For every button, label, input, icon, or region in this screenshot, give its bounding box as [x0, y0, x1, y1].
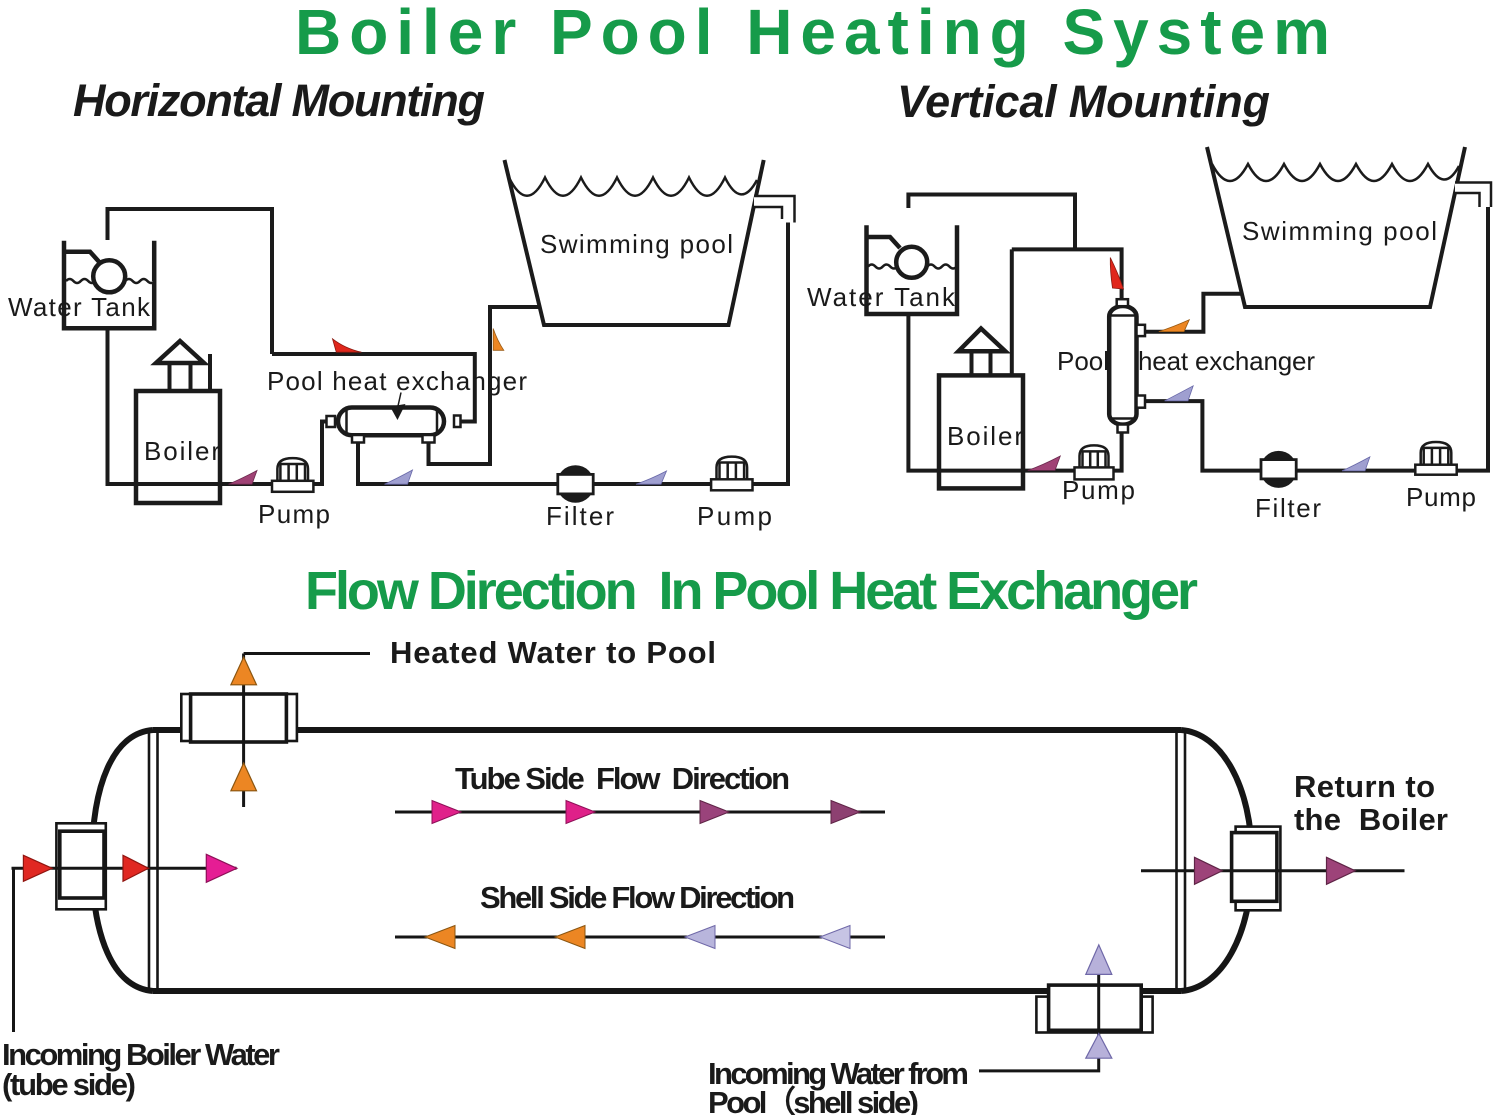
svg-text:Pump: Pump	[1062, 475, 1135, 505]
svg-text:Horizontal Mounting: Horizontal Mounting	[73, 75, 485, 126]
svg-text:Vertical Mounting: Vertical Mounting	[897, 76, 1270, 127]
svg-text:Boiler: Boiler	[947, 421, 1023, 451]
svg-text:Water Tank: Water Tank	[8, 292, 151, 322]
svg-text:Incoming Boiler Water: Incoming Boiler Water	[2, 1037, 280, 1072]
svg-text:Boiler: Boiler	[144, 436, 220, 466]
svg-text:Pool: Pool	[1057, 346, 1109, 376]
svg-text:Shell Side Flow Direction: Shell Side Flow Direction	[480, 880, 795, 915]
svg-text:heat exchanger: heat exchanger	[1138, 346, 1315, 376]
svg-text:Pump: Pump	[258, 499, 330, 529]
svg-text:Swimming pool: Swimming pool	[1242, 216, 1437, 246]
svg-text:Boiler Pool Heating System: Boiler Pool Heating System	[295, 0, 1330, 68]
svg-text:Water Tank: Water Tank	[807, 282, 956, 312]
svg-text:Pool heat exchanger: Pool heat exchanger	[267, 366, 527, 396]
svg-text:the Boiler: the Boiler	[1294, 802, 1448, 837]
svg-text:(tube side): (tube side)	[2, 1067, 136, 1102]
svg-text:Heated Water to Pool: Heated Water to Pool	[390, 635, 716, 670]
svg-text:Filter: Filter	[546, 501, 614, 531]
svg-text:Return to: Return to	[1294, 769, 1435, 804]
svg-text:Pump: Pump	[697, 501, 772, 531]
svg-text:Pump: Pump	[1406, 482, 1476, 512]
svg-text:Pool（shell side): Pool（shell side)	[708, 1085, 919, 1115]
svg-text:Tube Side Flow Direction: Tube Side Flow Direction	[455, 761, 790, 796]
svg-text:Swimming pool: Swimming pool	[540, 229, 733, 259]
svg-text:Filter: Filter	[1255, 493, 1321, 523]
svg-text:Incoming Water from: Incoming Water from	[708, 1056, 969, 1091]
svg-text:Flow Direction In Pool Heat E: Flow Direction In Pool Heat Exchanger	[305, 561, 1198, 621]
